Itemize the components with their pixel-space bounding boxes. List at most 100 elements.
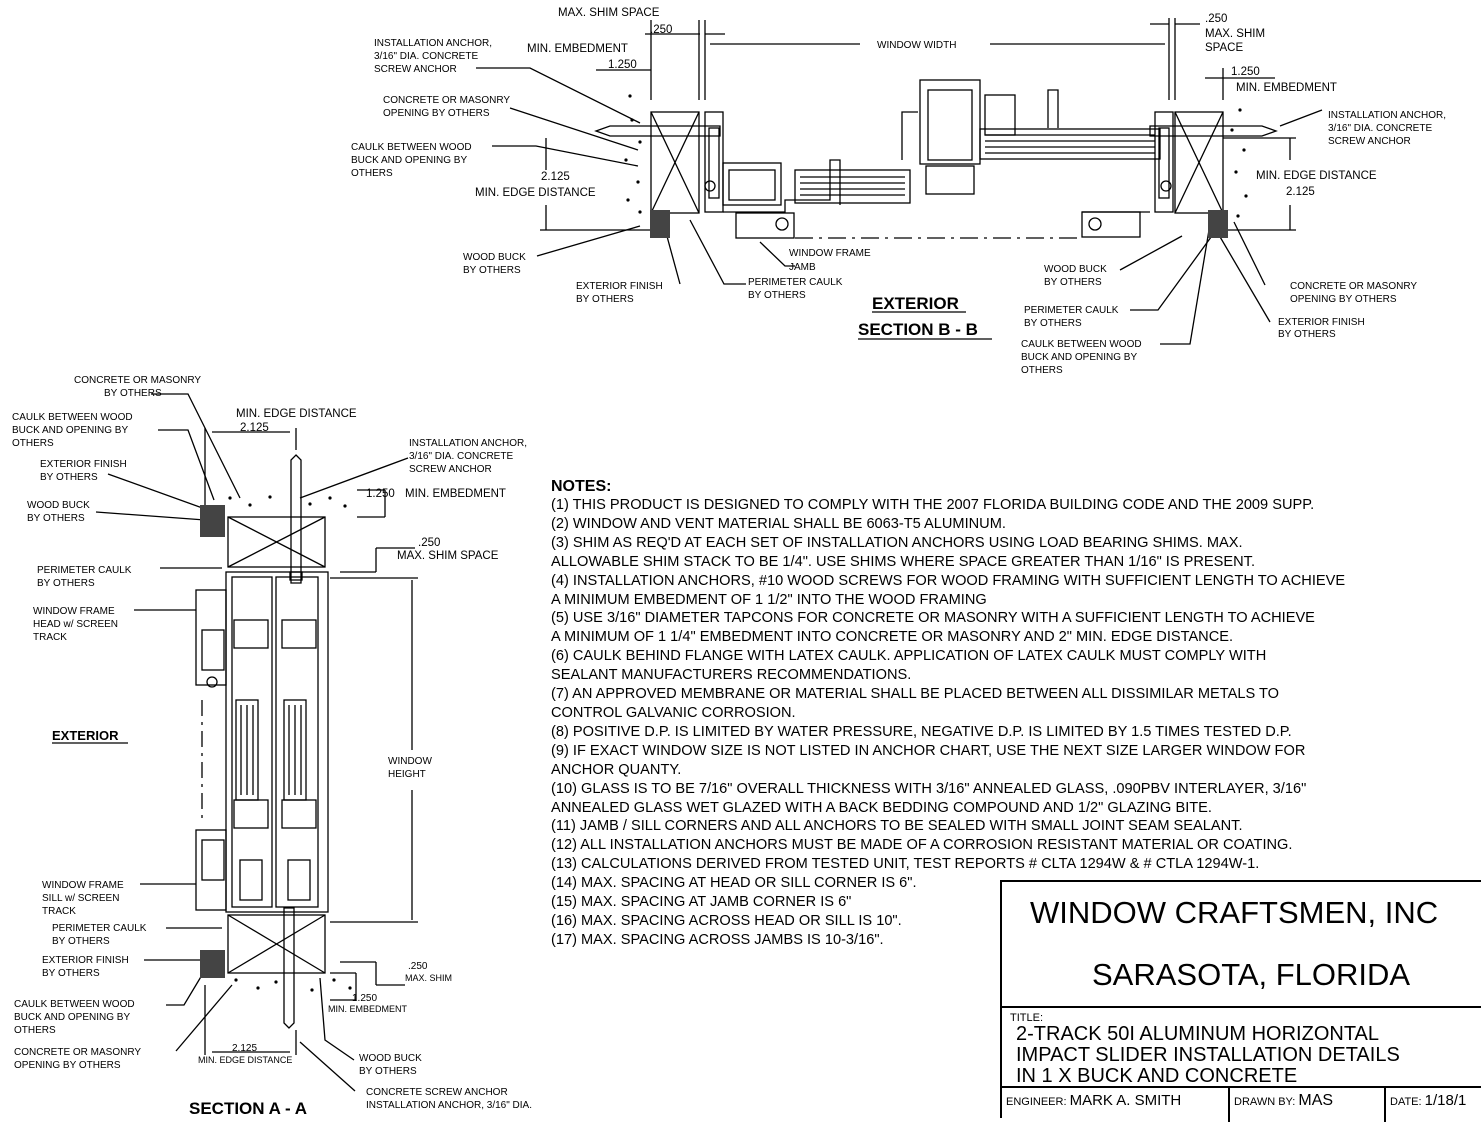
note-line: A MINIMUM EMBEDMENT OF 1 1/2" INTO THE W… xyxy=(551,591,987,608)
aa-ext-top-2: BY OTHERS xyxy=(40,472,98,483)
bb-max-shim-top: MAX. SHIM SPACE xyxy=(558,7,660,19)
aa-caulk-bot-3: OTHERS xyxy=(14,1025,56,1036)
date-label: DATE: xyxy=(1390,1096,1422,1108)
aa-peri-top-1: PERIMETER CAULK xyxy=(37,565,132,576)
aa-ext-top-1: EXTERIOR FINISH xyxy=(40,459,127,470)
bb-l-wood-2: BY OTHERS xyxy=(463,265,521,276)
notes-heading: NOTES: xyxy=(551,478,612,495)
aa-ext-bot-2: BY OTHERS xyxy=(42,968,100,979)
drawn-value: MAS xyxy=(1298,1092,1334,1109)
note-line: A MINIMUM OF 1 1/4" EMBEDMENT INTO CONCR… xyxy=(551,629,1234,646)
bb-r-anchor-2: 3/16" DIA. CONCRETE xyxy=(1328,123,1432,134)
aa-min-edge-bot: MIN. EDGE DISTANCE xyxy=(198,1055,292,1065)
bb-l-concrete-2: OPENING BY OTHERS xyxy=(383,108,490,119)
aa-embed-1250-top: 1.250 xyxy=(366,488,395,500)
bb-max-shim-right-1: MAX. SHIM xyxy=(1205,28,1265,40)
aa-wood-bot-1: WOOD BUCK xyxy=(359,1053,422,1064)
bb-r-anchor-3: SCREW ANCHOR xyxy=(1328,136,1411,147)
bb-edge-2125-left: 2.125 xyxy=(541,171,570,183)
bottom-anchor xyxy=(283,907,295,1029)
drawing-title-3: IN 1 X BUCK AND CONCRETE xyxy=(1016,1065,1298,1087)
aa-shim-250-bot: .250 xyxy=(408,961,428,972)
bb-l-anchor-3: SCREW ANCHOR xyxy=(374,64,457,75)
bb-l-frame-1: WINDOW FRAME xyxy=(789,248,871,259)
aa-shim-250-top: .250 xyxy=(418,537,440,549)
drawing-title-1: 2-TRACK 50I ALUMINUM HORIZONTAL xyxy=(1016,1023,1380,1045)
note-line: (9) IF EXACT WINDOW SIZE IS NOT LISTED I… xyxy=(551,742,1306,759)
right-anchor xyxy=(1149,125,1278,137)
top-anchor xyxy=(290,454,302,584)
bb-shim-250-left: .250 xyxy=(650,24,672,36)
bb-min-edge-right: MIN. EDGE DISTANCE xyxy=(1256,170,1377,182)
bb-r-anchor-1: INSTALLATION ANCHOR, xyxy=(1328,110,1446,121)
aa-window-h-2: HEIGHT xyxy=(388,769,426,780)
aa-sill-2: SILL w/ SCREEN xyxy=(42,893,119,904)
note-line: ANCHOR QUANTY. xyxy=(551,761,682,778)
aa-concrete-top-1: CONCRETE OR MASONRY xyxy=(74,375,201,386)
bb-exterior: EXTERIOR xyxy=(872,294,959,313)
left-wood-buck xyxy=(650,111,700,214)
aa-ext-bot-1: EXTERIOR FINISH xyxy=(42,955,129,966)
right-wood-buck xyxy=(1174,111,1224,214)
note-line: (13) CALCULATIONS DERIVED FROM TESTED UN… xyxy=(551,856,1260,873)
bb-l-concrete-1: CONCRETE OR MASONRY xyxy=(383,95,510,106)
bb-embed-1250-right: 1.250 xyxy=(1231,66,1260,78)
bb-r-ext-1: EXTERIOR FINISH xyxy=(1278,317,1365,328)
bottom-wood-buck xyxy=(227,914,326,974)
note-line: ALLOWABLE SHIM STACK TO BE 1/4". USE SHI… xyxy=(551,553,1256,570)
aa-section-title: SECTION A - A xyxy=(189,1099,307,1118)
aa-concrete-bot-2: OPENING BY OTHERS xyxy=(14,1060,121,1071)
aa-wood-top-1: WOOD BUCK xyxy=(27,500,90,511)
title-label: TITLE: xyxy=(1010,1012,1044,1024)
bb-l-wood-1: WOOD BUCK xyxy=(463,252,526,263)
date-cell: DATE: 1/18/1 xyxy=(1386,1088,1481,1122)
aa-sill-3: TRACK xyxy=(42,906,76,917)
note-line: (3) SHIM AS REQ'D AT EACH SET OF INSTALL… xyxy=(551,534,1243,551)
aa-head-1: WINDOW FRAME xyxy=(33,606,115,617)
note-line: (4) INSTALLATION ANCHORS, #10 WOOD SCREW… xyxy=(551,572,1346,589)
note-line: SEALANT MANUFACTURERS RECOMMENDATIONS. xyxy=(551,667,912,684)
bb-r-caulk-1: CAULK BETWEEN WOOD xyxy=(1021,339,1142,350)
bb-max-shim-right-2: SPACE xyxy=(1205,42,1243,54)
title-block-info-row: ENGINEER: MARK A. SMITH DRAWN BY: MAS DA… xyxy=(1002,1086,1481,1122)
bb-r-caulk-3: OTHERS xyxy=(1021,365,1063,376)
title-block: WINDOW CRAFTSMEN, INC SARASOTA, FLORIDA … xyxy=(1000,880,1481,1122)
bb-l-peri-1: PERIMETER CAULK xyxy=(748,277,843,288)
drawn-label: DRAWN BY: xyxy=(1234,1096,1296,1108)
aa-concrete-bot-1: CONCRETE OR MASONRY xyxy=(14,1047,141,1058)
notes-block: NOTES: (1) THIS PRODUCT IS DESIGNED TO C… xyxy=(551,478,1471,950)
aa-min-embed-bot: MIN. EMBEDMENT xyxy=(328,1004,408,1014)
aa-wood-bot-2: BY OTHERS xyxy=(359,1066,417,1077)
bb-r-caulk-2: BUCK AND OPENING BY xyxy=(1021,352,1137,363)
aa-embed-1250-bot: 1.250 xyxy=(352,993,377,1004)
bb-r-peri-2: BY OTHERS xyxy=(1024,318,1082,329)
note-line: (6) CAULK BEHIND FLANGE WITH LATEX CAULK… xyxy=(551,648,1267,665)
company-city: SARASOTA, FLORIDA xyxy=(1002,944,1481,1008)
bb-l-caulk-2: BUCK AND OPENING BY xyxy=(351,155,467,166)
bb-r-ext-2: BY OTHERS xyxy=(1278,329,1336,340)
note-line: (11) JAMB / SILL CORNERS AND ALL ANCHORS… xyxy=(551,818,1243,835)
note-line: (7) AN APPROVED MEMBRANE OR MATERIAL SHA… xyxy=(551,686,1279,703)
left-anchor xyxy=(594,125,721,137)
aa-screw-2: INSTALLATION ANCHOR, 3/16" DIA. xyxy=(366,1100,532,1111)
bb-l-peri-2: BY OTHERS xyxy=(748,290,806,301)
bb-l-ext-1: EXTERIOR FINISH xyxy=(576,281,663,292)
note-line: (15) MAX. SPACING AT JAMB CORNER IS 6" xyxy=(551,894,852,911)
aa-caulk-bot-2: BUCK AND OPENING BY xyxy=(14,1012,130,1023)
bb-section-title: SECTION B - B xyxy=(858,320,978,339)
aa-caulk-top-1: CAULK BETWEEN WOOD xyxy=(12,412,133,423)
note-line: (2) WINDOW AND VENT MATERIAL SHALL BE 60… xyxy=(551,515,1006,532)
drawn-cell: DRAWN BY: MAS xyxy=(1230,1088,1386,1122)
bb-l-ext-2: BY OTHERS xyxy=(576,294,634,305)
bb-l-caulk-3: OTHERS xyxy=(351,168,393,179)
bb-l-caulk-1: CAULK BETWEEN WOOD xyxy=(351,142,472,153)
bb-embed-1250-left: 1.250 xyxy=(608,59,637,71)
aa-anchor-2: 3/16" DIA. CONCRETE xyxy=(409,451,513,462)
aa-edge-2125-top: 2.125 xyxy=(240,422,269,434)
aa-max-shim-top: MAX. SHIM SPACE xyxy=(397,550,499,562)
bb-r-wood-1: WOOD BUCK xyxy=(1044,264,1107,275)
aa-caulk-top-3: OTHERS xyxy=(12,438,54,449)
aa-caulk-bot-1: CAULK BETWEEN WOOD xyxy=(14,999,135,1010)
engineer-cell: ENGINEER: MARK A. SMITH xyxy=(1002,1088,1230,1122)
